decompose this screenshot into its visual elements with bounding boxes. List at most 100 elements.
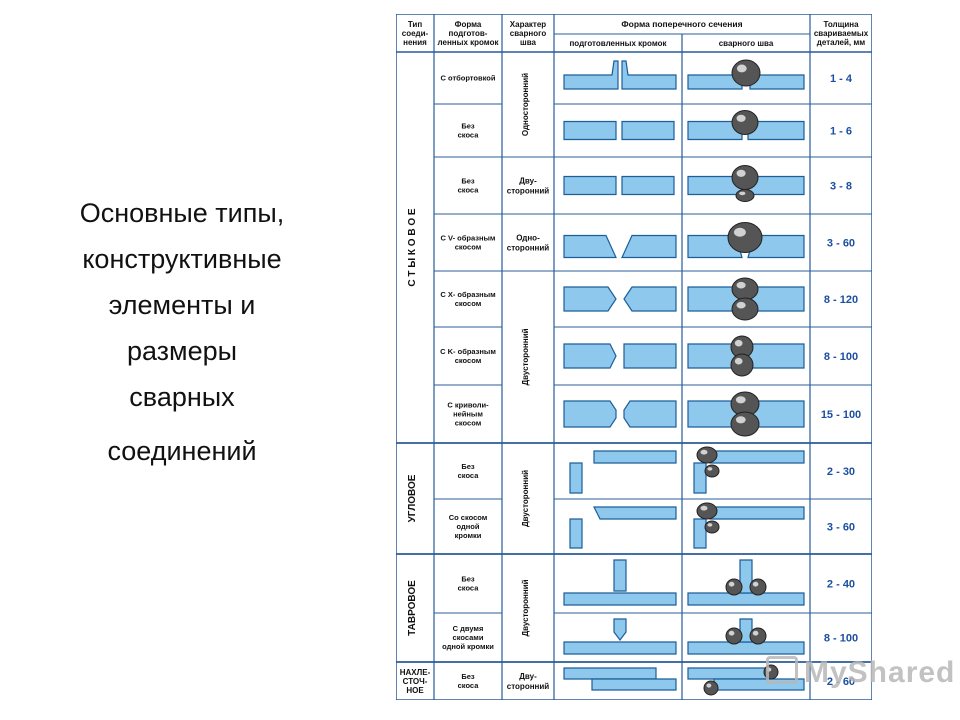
edge-label-10-0: С двумя — [453, 624, 484, 633]
weld-bead-7-top-shine — [700, 449, 708, 455]
edge-label-1-0: Без — [461, 122, 475, 131]
edge-label-10-2: одной кромки — [442, 642, 494, 651]
prep-right-4 — [623, 286, 677, 312]
prep-stem-9 — [613, 559, 627, 592]
hdr-weld-seam: сварного шва — [719, 39, 774, 48]
seam-two-sided-tee: Двусторонний — [521, 579, 530, 636]
group-label-corner: УГЛОВОЕ — [407, 474, 418, 522]
weld-bead-0 — [731, 59, 761, 87]
hdr-seam-kind-2: шва — [520, 38, 536, 47]
weld-bead-2-bottom-shine — [739, 191, 746, 196]
weld-bead-10-left-body — [725, 627, 743, 645]
weld-bead-3-body — [727, 222, 763, 253]
weld-bead-1-top — [731, 110, 759, 135]
weld-bead-10-right — [749, 627, 767, 645]
hdr-seam-kind-1: сварного — [510, 29, 547, 38]
weld-bead-8-top-shine — [700, 505, 708, 511]
prep-left-4 — [563, 286, 617, 312]
weld-bead-11-left-body — [703, 680, 719, 696]
seam-one-sided: Односторонний — [521, 73, 530, 136]
seam-one-sided-b-1: сторонний — [507, 243, 550, 252]
group-label-lap-2: НОЕ — [406, 686, 424, 695]
group-label-lap-0: НАХЛЕ- — [400, 668, 431, 677]
thickness-8: 3 - 60 — [827, 522, 855, 534]
seam-two-sided-lap-1: сторонний — [507, 682, 550, 691]
prep-vert-8 — [569, 518, 583, 549]
edge-label-8-0: Со скосом — [449, 513, 488, 522]
weld-top-11 — [687, 667, 769, 680]
prep-left-0 — [563, 60, 619, 90]
weld-bead-10-right-body — [749, 627, 767, 645]
weld-left-1 — [687, 120, 743, 141]
hdr-seam-kind-0: Характер — [510, 20, 546, 29]
weld-bead-8-inner-body — [704, 520, 720, 534]
weld-bead-6-top — [730, 391, 760, 417]
edge-label-8-1: одной — [457, 522, 480, 531]
weld-bead-4-bottom-body — [731, 297, 759, 321]
prep-bottom-11 — [591, 678, 677, 691]
thickness-1: 1 - 6 — [830, 126, 852, 138]
edge-label-2-0: Без — [461, 177, 475, 186]
weld-bead-4-bottom-shine — [736, 301, 746, 309]
weld-bead-0-body — [731, 59, 761, 87]
weld-bead-8-inner — [704, 520, 720, 534]
edge-label-9-1: скоса — [458, 584, 480, 593]
weld-bead-4-bottom — [731, 297, 759, 321]
group-label-butt: С Т Ы К О В О Е — [407, 208, 418, 286]
prep-right-1 — [621, 120, 675, 141]
edge-label-6-1: нейным — [453, 410, 483, 419]
weld-bead-7-top-body — [696, 446, 718, 464]
thickness-10: 8 - 100 — [824, 633, 858, 645]
weld-left-0 — [687, 74, 743, 90]
weld-base-10 — [687, 641, 805, 655]
weld-bead-5-bottom-body — [730, 353, 754, 377]
title-line-5: сварных — [129, 382, 235, 412]
weld-bead-6-bottom-body — [730, 411, 760, 437]
prep-top-11 — [563, 667, 657, 680]
weld-bead-1-top-shine — [736, 114, 746, 122]
title-line-6: соединений — [107, 436, 257, 466]
edge-label-4-0: С X- образным — [440, 290, 496, 299]
edge-label-9-0: Без — [461, 575, 475, 584]
weld-bead-6-top-shine — [735, 396, 746, 404]
weld-bead-4-top-shine — [736, 281, 746, 289]
weld-bead-8-inner-shine — [707, 523, 713, 527]
prep-right-2 — [621, 175, 675, 196]
hdr-thickness-0: Толщина — [823, 20, 859, 29]
edge-label-5-1: скосом — [455, 356, 482, 365]
prep-right-5 — [623, 343, 677, 369]
edge-label-3-0: С V- образным — [441, 234, 496, 243]
weld-bead-7-inner — [704, 464, 720, 478]
weld-bead-7-top — [696, 446, 718, 464]
edge-label-4-1: скосом — [455, 299, 482, 308]
edge-label-8-2: кромки — [455, 531, 482, 540]
weld-bead-2-bottom — [735, 189, 755, 202]
weld-bead-6-bottom — [730, 411, 760, 437]
weld-bead-4-top-body — [731, 277, 759, 301]
weld-bead-0-shine — [736, 64, 747, 73]
title-line-2: конструктивные — [82, 244, 282, 274]
hdr-edge-form-0: Форма — [455, 20, 482, 29]
title-line-1: Основные типы, — [79, 198, 285, 228]
group-label-tee: ТАВРОВОЕ — [407, 580, 418, 636]
hdr-cross-section: Форма поперечного сечения — [621, 19, 742, 29]
weld-bead-11-left-shine — [706, 683, 712, 688]
prep-left-5 — [563, 343, 617, 369]
edge-label-11-1: скоса — [458, 681, 480, 690]
prep-base-10 — [563, 641, 677, 655]
weld-bead-9-left — [725, 578, 743, 596]
weld-bead-5-top-shine — [734, 339, 743, 347]
prep-vert-7 — [569, 462, 583, 494]
weld-bead-10-right-shine — [752, 630, 759, 636]
hdr-prepared-edges: подготовленных кромок — [569, 39, 667, 48]
weld-bead-4-top — [731, 277, 759, 301]
edge-label-11-0: Без — [461, 672, 475, 681]
weld-bead-5-bottom-shine — [734, 357, 743, 365]
prep-left-2 — [563, 175, 617, 196]
weld-bead-3 — [727, 222, 763, 253]
edge-label-3-1: скосом — [455, 243, 482, 252]
weld-bead-9-right-shine — [752, 581, 759, 587]
prep-base-9 — [563, 592, 677, 606]
weld-bead-9-left-body — [725, 578, 743, 596]
thickness-0: 1 - 4 — [830, 73, 853, 85]
